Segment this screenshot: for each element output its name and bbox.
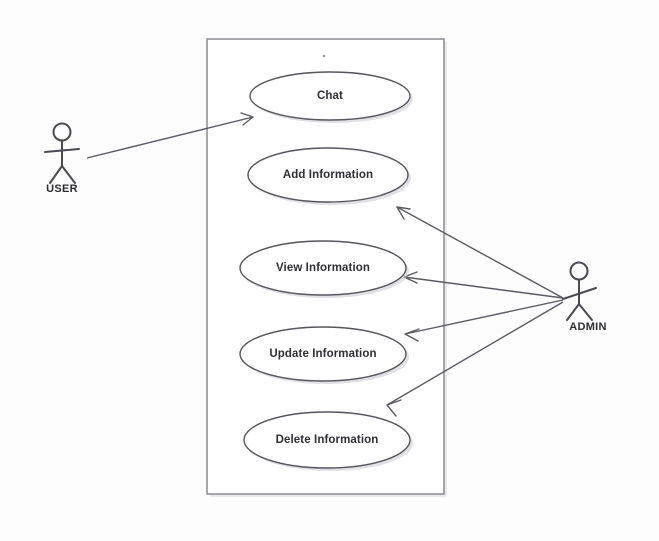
- actor-arms-icon: [44, 148, 80, 153]
- use-case-label: Chat: [317, 90, 343, 102]
- use-case-label: Delete Information: [276, 434, 379, 446]
- association-user-to-chat[interactable]: [86, 112, 254, 159]
- actor-right-leg-icon: [578, 303, 593, 321]
- use-case-chat[interactable]: Chat: [249, 71, 413, 123]
- actor-arms-icon: [562, 287, 597, 300]
- arrowhead-icon: [404, 328, 420, 342]
- actor-label: USER: [46, 183, 78, 195]
- use-case-delete-information[interactable]: Delete Information: [243, 411, 413, 471]
- association-line: [386, 301, 564, 406]
- actor-admin[interactable]: ADMIN: [562, 261, 607, 334]
- actor-right-leg-icon: [61, 165, 76, 184]
- actor-head-icon: [569, 261, 589, 281]
- use-case-ellipse[interactable]: [239, 240, 407, 296]
- actor-user[interactable]: USER: [44, 122, 80, 196]
- arrowhead-icon: [386, 399, 402, 417]
- use-case-ellipse[interactable]: [239, 326, 407, 382]
- association-line: [86, 116, 254, 159]
- arrowhead-icon: [240, 112, 254, 126]
- association-admin-to-add-information[interactable]: [396, 206, 564, 299]
- actor-left-leg-icon: [49, 165, 63, 184]
- association-admin-to-delete-information[interactable]: [386, 301, 564, 417]
- actor-left-leg-icon: [566, 303, 580, 321]
- use-case-view-information[interactable]: View Information: [239, 240, 409, 298]
- speck-mark: [322, 54, 326, 58]
- use-case-update-information[interactable]: Update Information: [239, 326, 409, 384]
- use-case-label: View Information: [276, 262, 370, 274]
- association-line: [403, 276, 564, 299]
- actor-label: ADMIN: [569, 321, 607, 333]
- use-case-ellipse[interactable]: [247, 147, 409, 203]
- use-case-add-information[interactable]: Add Information: [247, 147, 411, 205]
- actor-head-icon: [52, 122, 72, 142]
- association-line: [404, 299, 564, 335]
- association-admin-to-update-information[interactable]: [404, 299, 564, 342]
- use-case-ellipse[interactable]: [243, 411, 411, 469]
- use-case-label: Update Information: [269, 348, 376, 360]
- association-line: [396, 206, 564, 299]
- use-case-label: Add Information: [283, 169, 373, 181]
- use-case-ellipse[interactable]: [249, 71, 411, 121]
- arrowhead-icon: [396, 206, 411, 220]
